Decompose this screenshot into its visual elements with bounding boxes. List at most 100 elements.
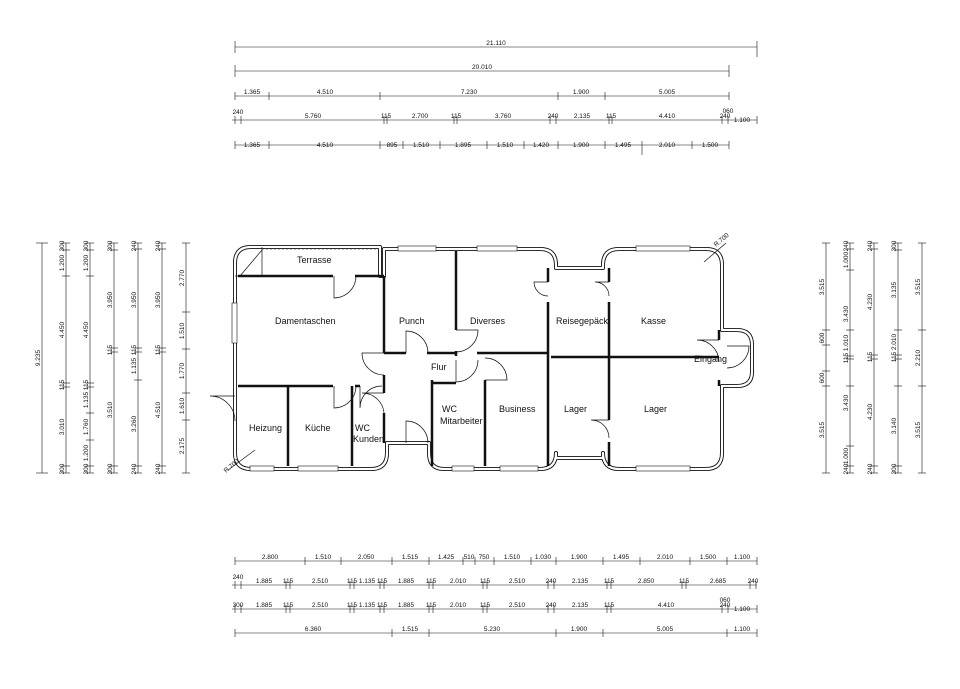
dim-right-c1-2: 3.515 [819,421,826,438]
dim-bot-r2-3: 1.135 [359,578,376,585]
dim-top-r5-2: 4.510 [317,142,334,149]
dim-left-c3-1: 4.450 [83,321,90,338]
dim-bot-r3-s2: 115 [283,602,294,609]
dim-left-c3-s3: 115 [83,379,90,390]
dim-bot-r3-s8: 115 [604,602,615,609]
dim-top-r3-2: 4.510 [317,89,334,96]
dim-bot-r2-s1: 240 [233,574,244,581]
dim-bot-r2-s5: 115 [426,578,437,585]
dim-right-c2-1: 3.430 [843,305,850,322]
dim-right-c2-s2: 1.000 [843,251,850,268]
room-label-damentaschen: Damentaschen [275,316,336,326]
interior-walls [238,251,721,466]
dim-bot-r3-s6: 115 [480,602,491,609]
dim-right-c4-s2: 115 [891,351,898,362]
room-label-wc-mitarbeiter-1: WC [442,404,457,414]
room-label-heizung: Heizung [249,423,282,433]
dim-left-c6-s2: 115 [155,344,162,355]
dim-bot-r3-s4: 115 [377,602,388,609]
dim-top-r5-9: 1.495 [615,142,632,149]
dim-bot-r4-6: 1.100 [734,626,751,633]
dim-right-c1-1: 3.515 [819,278,826,295]
dim-right-c4-2: 2.010 [891,333,898,350]
dim-bot-r1-10: 1.900 [571,554,588,561]
dim-right-c2-2: 1.010 [843,334,850,351]
room-label-lager-1: Lager [564,404,587,414]
dim-top-r4-4: 2.135 [574,113,591,120]
dim-bot-r3-7: 2.135 [572,602,589,609]
dim-bot-r1-11: 1.495 [613,554,630,561]
doors [209,275,750,444]
dim-top-r5-11: 1.500 [702,142,719,149]
dim-left-c6-s1: 240 [155,240,162,251]
dim-left-c7-4: 1.610 [179,397,186,414]
dim-top-r4-extra: 060 [723,108,734,115]
dim-bot-r1-3: 2.050 [358,554,375,561]
dim-bot-r4-2: 1.515 [402,626,419,633]
dim-bot-r3-8: 4.410 [658,602,675,609]
dim-left-c2-s1: 300 [59,240,66,251]
room-label-eingang: Eingang [694,354,727,364]
dim-left-c7-1: 2.770 [179,269,186,286]
room-labels: Terrasse Damentaschen Punch Diverses Rei… [249,255,727,444]
room-label-diverses: Diverses [470,316,506,326]
dim-bot-r1-1: 2.800 [262,554,279,561]
dim-right-c4-s1: 300 [891,240,898,251]
room-label-wc-kunden-2: Kunden [353,434,384,444]
room-label-lager-2: Lager [644,404,667,414]
dim-top-r5-1: 1.365 [244,142,261,149]
dim-left-c3-4: 1.200 [83,444,90,461]
dim-top-r3-5: 5.005 [659,89,676,96]
dim-right-c2-s4: 1.000 [843,447,850,464]
dim-top-r4-3: 3.760 [495,113,512,120]
room-label-wc-kunden-1: WC [355,423,370,433]
dim-bot-r2-2: 2.510 [312,578,329,585]
dim-left-c3-s4: 300 [83,463,90,474]
dim-left-c5-1: 3.950 [131,291,138,308]
windows [231,245,691,472]
room-label-flur: Flur [431,362,447,372]
dim-left-c7-5: 2.175 [179,437,186,454]
dim-left-c7-2: 1.510 [179,322,186,339]
dim-top-r4-s2: 115 [381,113,392,120]
dim-bot-r2-s10: 240 [748,578,759,585]
dim-bot-r3-2: 2.510 [312,602,329,609]
dim-left-c6-1: 4.510 [155,401,162,418]
dim-right-c1-s2: 600 [819,332,826,343]
dim-bot-r2-s3: 115 [347,578,358,585]
dim-bot-r1-4: 1.515 [402,554,419,561]
dim-right-c2-s3: 115 [843,352,850,363]
dim-right-c3-s1: 240 [867,240,874,251]
dim-bot-r2-s6: 115 [480,578,491,585]
room-label-kasse: Kasse [641,316,666,326]
dim-bot-r2-s4: 115 [377,578,388,585]
dim-right-c3-s2: 115 [867,351,874,362]
dim-left-c3-s1: 300 [83,240,90,251]
dim-left-c4-s2: 115 [107,344,114,355]
dim-bot-r1-14: 1.100 [734,554,751,561]
dim-right-c4-s3: 300 [891,463,898,474]
dim-top-r5-10: 2.010 [659,142,676,149]
dim-bot-r1-12: 2.010 [657,554,674,561]
dim-top-r5-4: 1.510 [413,142,430,149]
dim-right-c2-s5: 240 [843,463,850,474]
dim-bot-r3-5: 2.010 [450,602,467,609]
dim-bot-r4-1: 6.360 [305,626,322,633]
room-label-business: Business [499,404,536,414]
dim-right-c2-3: 3.430 [843,394,850,411]
dim-bot-r2-8: 2.850 [638,578,655,585]
radius-label-top-right: R.700 [713,232,731,249]
dim-top-r4-6: 1.100 [734,117,751,124]
dim-bot-r3-9: 1.100 [734,606,751,613]
dim-top-overall2: 20.010 [472,64,492,71]
dim-left-c6-ghost: 3.950 [155,291,162,308]
dim-top-r3-1: 1.365 [244,89,261,96]
dim-top-r4-1: 5.760 [305,113,322,120]
dim-left-overall: 9.235 [35,349,42,366]
dim-bot-r1-8: 1.510 [504,554,521,561]
right-dimension-chains: 3.515 600 600 3.515 240 1.000 3.430 1.01… [819,240,926,474]
dim-top-r3-3: 7.230 [461,89,478,96]
dim-top-r5-6: 1.510 [497,142,514,149]
dim-top-r4-s4: 240 [548,113,559,120]
dim-bot-r2-s8: 115 [604,578,615,585]
